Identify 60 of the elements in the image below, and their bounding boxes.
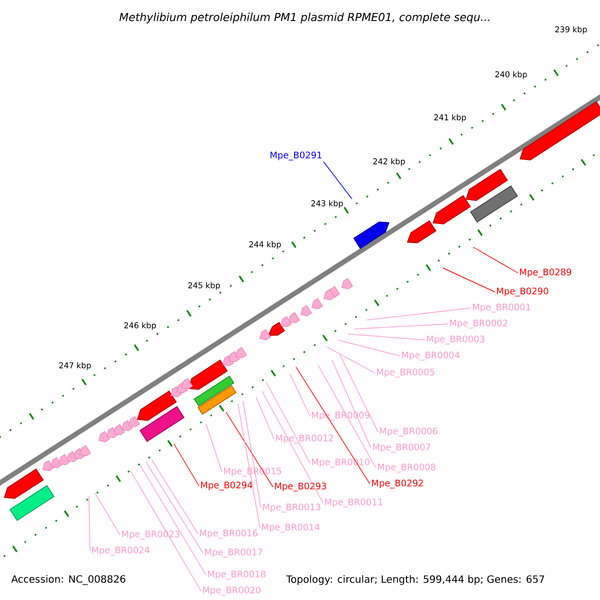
leader-line [472,246,518,274]
gene-label: Mpe_BR0004 [402,352,460,360]
leader-line [338,340,400,356]
info-text: Accession: NC_008826 [11,575,126,585]
leader-line [290,374,310,416]
leader-line [442,268,496,292]
gene-label: Mpe_BR0014 [262,524,320,532]
scale-label: 242 kbp [373,158,405,166]
leader-line [332,360,372,448]
gene-label: Mpe_B0293 [275,482,326,492]
scale-label: 245 kbp [188,282,220,290]
gene-label: Mpe_BR0005 [377,368,434,378]
scale-label: 246 kbp [124,322,156,330]
gene-label: Mpe_BR0020 [203,586,260,596]
gene-label: Mpe_BR0017 [205,548,262,558]
leader-line [130,470,202,592]
gene-label: Mpe_BR0018 [208,570,266,580]
leader-line [262,390,324,504]
leader-line [296,366,370,484]
scale-label: 240 kbp [495,71,527,79]
gene-label: Mpe_B0290 [497,288,548,296]
gene-label: Mpe_BR0011 [325,498,382,508]
gene-label: Mpe_B0289 [520,268,572,278]
gene-label: Mpe_BR0006 [380,428,438,436]
leader-line [94,492,120,536]
gene-label: Mpe_BR0013 [263,504,320,512]
scale-label: 241 kbp [434,114,466,122]
leader-line [206,424,222,472]
leader-line [146,462,204,554]
leader-line [174,444,200,486]
info-text: Topology: circular; Length: 599,444 bp; Genes: 657 [286,575,544,585]
scale-label: 243 kbp [311,200,343,208]
leader-line [152,460,198,534]
gene-label: Mpe_B0291 [270,152,322,160]
map-title: Methylibium petroleiphilum PM1 plasmid RPME01, complete sequ... [119,12,490,24]
leader-line [354,324,448,330]
gene-label: Mpe_B0292 [372,480,423,488]
gene-label: Mpe_BR0003 [427,336,484,344]
leader-line [140,464,206,576]
scale-label: 247 kbp [59,362,91,370]
gene-label: Mpe_BR0007 [373,444,430,452]
leader-line [226,412,274,488]
gene-label: Mpe_BR0002 [450,320,508,328]
gene-label: Mpe_BR0008 [378,464,436,472]
leader-line [323,161,352,200]
leader-line [256,396,274,440]
scale-label: 244 kbp [249,241,281,249]
leader-line [88,496,90,552]
leader-line [348,334,426,340]
leader-line [366,308,472,320]
gene-label: Mpe_BR0024 [92,546,150,556]
leader-line [318,364,376,468]
scale-label: 239 kbp [555,26,587,34]
leader-line [326,346,376,374]
gene-label: Mpe_B0294 [201,482,252,490]
gene-label: Mpe_BR0016 [200,530,258,538]
gene-label: Mpe_BR0001 [473,304,530,312]
leader-line [238,404,260,528]
leader-line [266,382,310,464]
leader-line [242,400,262,508]
